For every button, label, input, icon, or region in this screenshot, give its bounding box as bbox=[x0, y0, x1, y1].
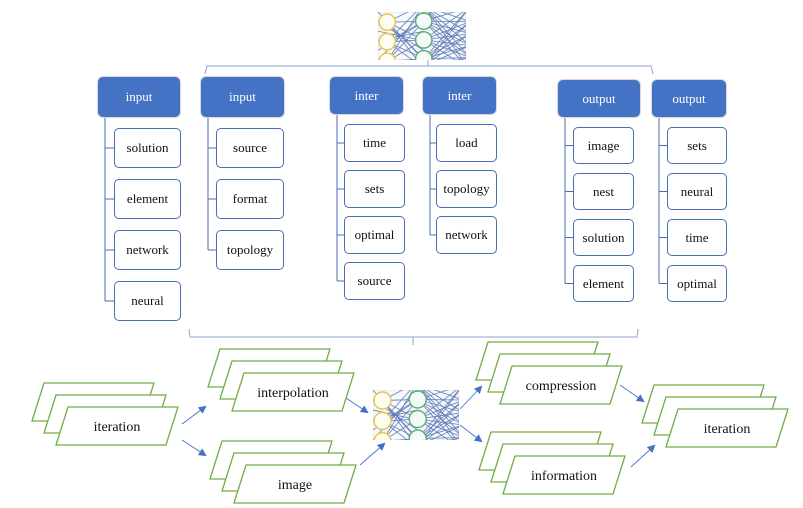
stack-image: image bbox=[209, 440, 357, 504]
group-child-optimal: optimal bbox=[344, 216, 405, 254]
nn-edge bbox=[425, 415, 459, 440]
stack-label: iteration bbox=[94, 420, 141, 435]
nn-edge bbox=[423, 20, 462, 60]
input-node-icon bbox=[378, 32, 397, 51]
hidden-node-icon bbox=[414, 12, 433, 31]
stack-interpolation: interpolation bbox=[207, 348, 355, 412]
nn-edge bbox=[417, 390, 458, 420]
stack-information: information bbox=[478, 431, 626, 495]
group-child-source: source bbox=[216, 128, 284, 168]
group-header-output: output bbox=[558, 80, 640, 117]
group-header-input: input bbox=[201, 77, 284, 117]
hidden-node-icon bbox=[414, 31, 433, 49]
group-child-image: image bbox=[573, 127, 634, 164]
nn-edge bbox=[417, 403, 459, 439]
arrow-iteration-to-interpolation bbox=[181, 405, 207, 425]
nn-edge bbox=[417, 390, 459, 439]
group-child-load: load bbox=[436, 124, 497, 162]
input-node-icon bbox=[373, 391, 392, 410]
nn-edge bbox=[387, 61, 424, 68]
arrow-iteration-to-image bbox=[181, 439, 207, 457]
arrow-interpolation-to-network bbox=[342, 395, 369, 414]
group-child-time: time bbox=[667, 219, 727, 256]
nn-edge bbox=[423, 24, 466, 60]
nn-edge bbox=[417, 438, 426, 440]
stack-label: compression bbox=[526, 379, 597, 394]
input-node-icon bbox=[378, 52, 396, 60]
stack-iteration-input: iteration bbox=[31, 382, 179, 446]
top-bracket bbox=[204, 58, 654, 75]
nn-edge bbox=[418, 446, 464, 450]
stack-layer bbox=[499, 365, 623, 405]
arrow-network-to-compression bbox=[459, 385, 483, 410]
nn-edge bbox=[386, 21, 418, 60]
group-child-neural: neural bbox=[114, 281, 181, 321]
group-child-format: format bbox=[216, 179, 284, 219]
nn-edge bbox=[436, 46, 466, 60]
group-child-element: element bbox=[573, 265, 634, 302]
group-header-output: output bbox=[652, 80, 726, 117]
group-child-time: time bbox=[344, 124, 405, 162]
nn-edge bbox=[418, 384, 464, 385]
nn-edge bbox=[424, 6, 470, 7]
nn-edge bbox=[429, 426, 459, 440]
stack-compression: compression bbox=[475, 341, 623, 405]
stack-layer bbox=[55, 406, 179, 446]
nn-edge bbox=[423, 20, 466, 55]
group-child-solution: solution bbox=[573, 219, 634, 256]
group-child-topology: topology bbox=[216, 230, 284, 270]
nn-edge bbox=[417, 399, 459, 435]
input-node-icon bbox=[373, 411, 392, 431]
input-node-icon bbox=[373, 432, 392, 440]
nn-edge bbox=[423, 58, 432, 60]
nn-edge bbox=[447, 437, 459, 440]
group-child-source: source bbox=[344, 262, 405, 300]
arrow-network-to-information bbox=[459, 424, 483, 443]
group-child-sets: sets bbox=[344, 170, 405, 208]
stack-label: information bbox=[531, 469, 597, 484]
group-child-network: network bbox=[436, 216, 497, 254]
stack-label: image bbox=[278, 478, 312, 493]
nn-edge bbox=[431, 35, 466, 60]
nn-edge bbox=[423, 12, 466, 59]
group-child-neural: neural bbox=[667, 173, 727, 210]
stack-label: iteration bbox=[704, 422, 751, 437]
stack-layer bbox=[231, 372, 355, 412]
group-header-inter: inter bbox=[423, 77, 496, 114]
stack-layer bbox=[502, 455, 626, 495]
group-child-sets: sets bbox=[667, 127, 727, 164]
group-child-nest: nest bbox=[573, 173, 634, 210]
nn-edge bbox=[423, 39, 456, 60]
hidden-node-icon bbox=[414, 49, 433, 60]
stack-layer bbox=[665, 408, 789, 448]
group-child-network: network bbox=[114, 230, 181, 270]
group-child-solution: solution bbox=[114, 128, 181, 168]
group-child-element: element bbox=[114, 179, 181, 219]
group-header-input: input bbox=[98, 77, 180, 117]
group-child-topology: topology bbox=[436, 170, 497, 208]
hidden-node-icon bbox=[408, 429, 427, 440]
hidden-node-icon bbox=[408, 409, 427, 429]
bottom-brace bbox=[188, 328, 639, 345]
nn-edge bbox=[423, 12, 464, 41]
stack-layer bbox=[233, 464, 357, 504]
neural-network-image-top bbox=[378, 6, 470, 70]
group-child-optimal: optimal bbox=[667, 265, 727, 302]
nn-edge bbox=[417, 399, 455, 440]
arrow-compression-to-iteration bbox=[619, 384, 645, 403]
nn-edge bbox=[454, 57, 466, 60]
input-node-icon bbox=[378, 13, 397, 32]
nn-edge bbox=[383, 441, 418, 448]
hidden-node-icon bbox=[408, 390, 427, 409]
arrow-information-to-iteration bbox=[630, 444, 656, 468]
nn-edge bbox=[424, 66, 470, 70]
stack-iteration-output: iteration bbox=[641, 384, 789, 448]
arrow-image-to-network bbox=[359, 442, 386, 466]
nn-edge bbox=[382, 400, 413, 440]
neural-network-image-center bbox=[373, 384, 464, 450]
group-header-inter: inter bbox=[330, 77, 403, 114]
stack-label: interpolation bbox=[257, 386, 329, 401]
